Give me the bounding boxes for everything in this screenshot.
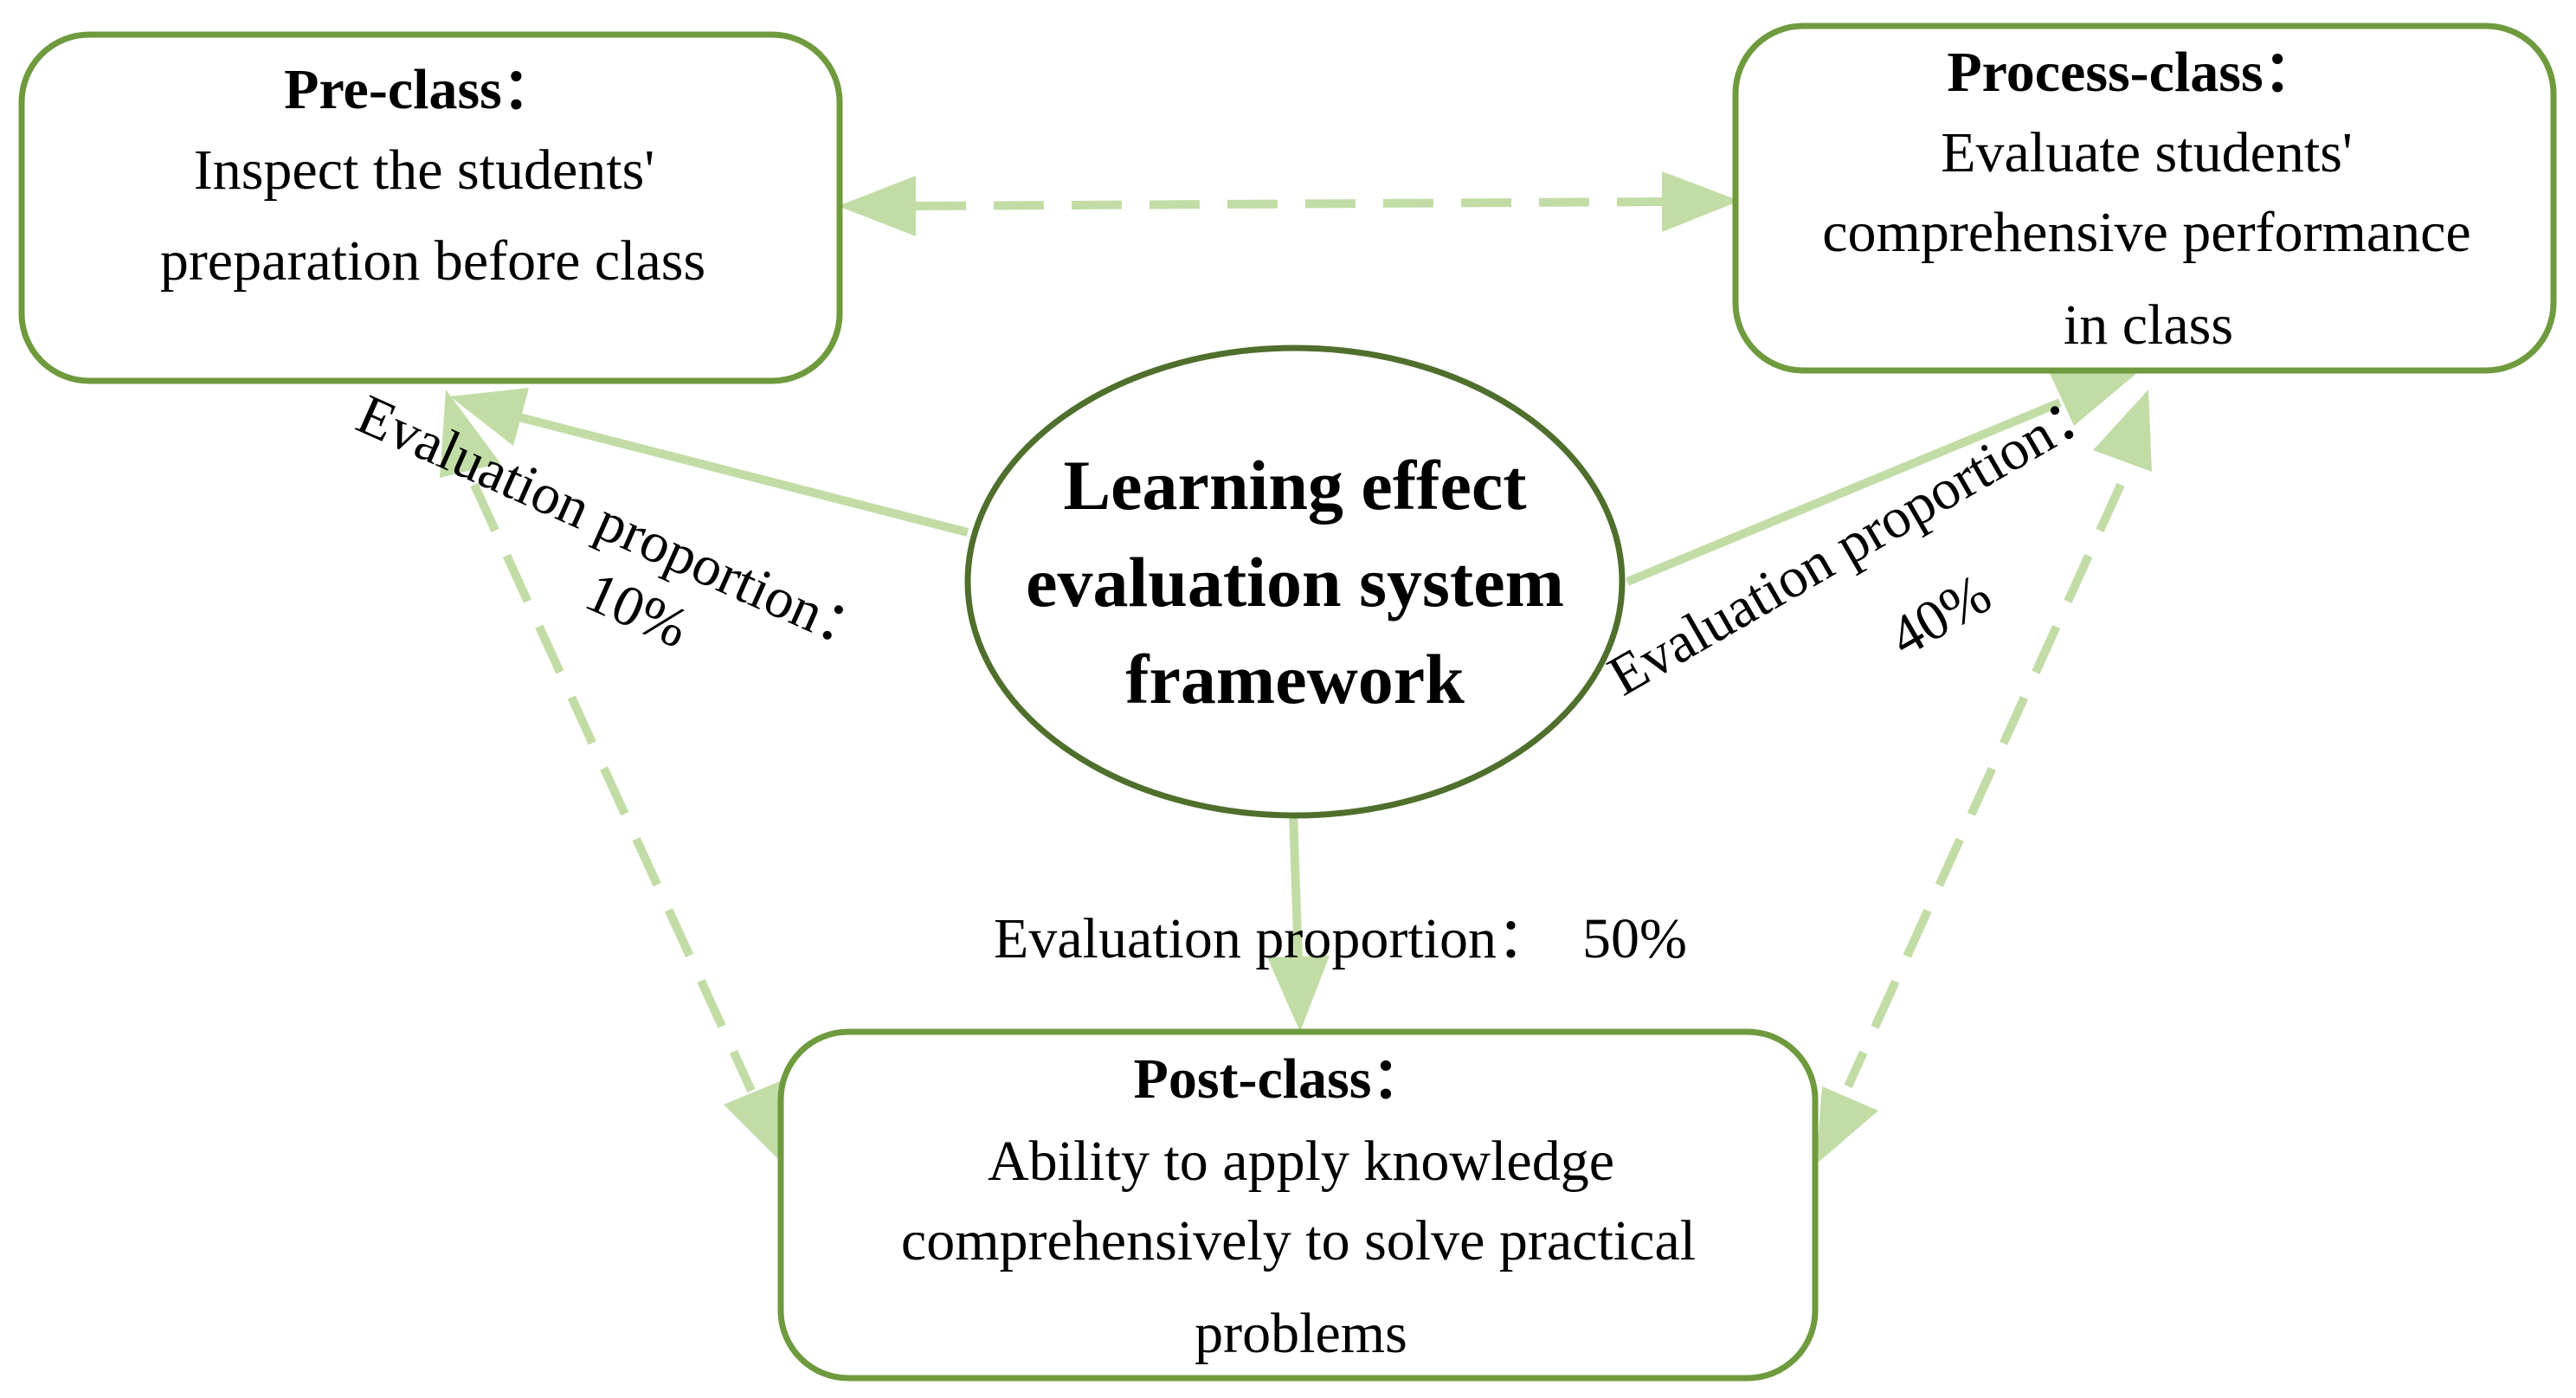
post-class-box xyxy=(777,1028,1819,1382)
center-node: Learning effect evaluation system framew… xyxy=(964,345,1626,819)
post-class-body-line-1: Ability to apply knowledge xyxy=(988,1130,1614,1193)
process-class-body-line-2: comprehensive performance xyxy=(1822,201,2470,264)
arrowhead-process-up xyxy=(2093,390,2152,472)
pre-class-body-line-2: preparation before class xyxy=(160,229,705,293)
pre-class-title: Pre-class： xyxy=(284,58,559,121)
connectors xyxy=(440,171,2152,1164)
arrowhead-process-class xyxy=(2050,372,2138,426)
center-title-line-1: Learning effect xyxy=(1063,446,1526,525)
edge-label-process-text: Evaluation proportion： xyxy=(1598,373,2115,708)
process-class-box xyxy=(1732,23,2557,374)
edge-label-process-value: 40% xyxy=(1879,562,2001,669)
center-title-line-3: framework xyxy=(1125,640,1465,718)
post-class-body-line-3: problems xyxy=(1195,1302,1407,1365)
arrow-center-to-post-class xyxy=(1289,813,1303,962)
pre-class-box xyxy=(18,31,843,384)
process-class-body-line-3: in class xyxy=(2064,293,2233,357)
arrowhead-pre-up xyxy=(440,390,500,478)
arrow-center-to-process-class xyxy=(1626,398,2062,586)
dashed-link-process-post xyxy=(1844,482,2125,1089)
center-ellipse xyxy=(964,345,1626,819)
post-class-node: Post-class： Ability to apply knowledge c… xyxy=(777,1028,1819,1382)
process-class-body-line-1: Evaluate students' xyxy=(1941,121,2353,184)
edge-label-post: Evaluation proportion： 50% xyxy=(994,907,1687,970)
arrowhead-post-left-down xyxy=(724,1079,784,1164)
dashed-link-pre-post xyxy=(470,482,756,1093)
process-class-title: Process-class： xyxy=(1947,41,2320,104)
arrowhead-pre-left xyxy=(838,176,916,236)
pre-class-node: Pre-class： Inspect the students' prepara… xyxy=(18,31,843,384)
arrowhead-pre-class xyxy=(450,388,529,446)
pre-class-body-line-1: Inspect the students' xyxy=(194,139,654,202)
arrowhead-process-right xyxy=(1662,171,1740,232)
arrowhead-post-right-down xyxy=(1816,1086,1878,1164)
arrow-center-to-pre-class xyxy=(518,413,969,537)
arrowhead-post-class xyxy=(1267,956,1330,1032)
post-class-body-line-2: comprehensively to solve practical xyxy=(901,1209,1696,1272)
post-class-title: Post-class： xyxy=(1134,1047,1429,1111)
center-title-line-2: evaluation system xyxy=(1026,543,1564,622)
process-class-node: Process-class： Evaluate students' compre… xyxy=(1732,23,2557,374)
dashed-link-pre-process xyxy=(915,197,1671,210)
edge-label-process: Evaluation proportion： 40% xyxy=(1598,373,2115,708)
edge-label-pre: Evaluation proportion： 10% xyxy=(348,383,886,668)
